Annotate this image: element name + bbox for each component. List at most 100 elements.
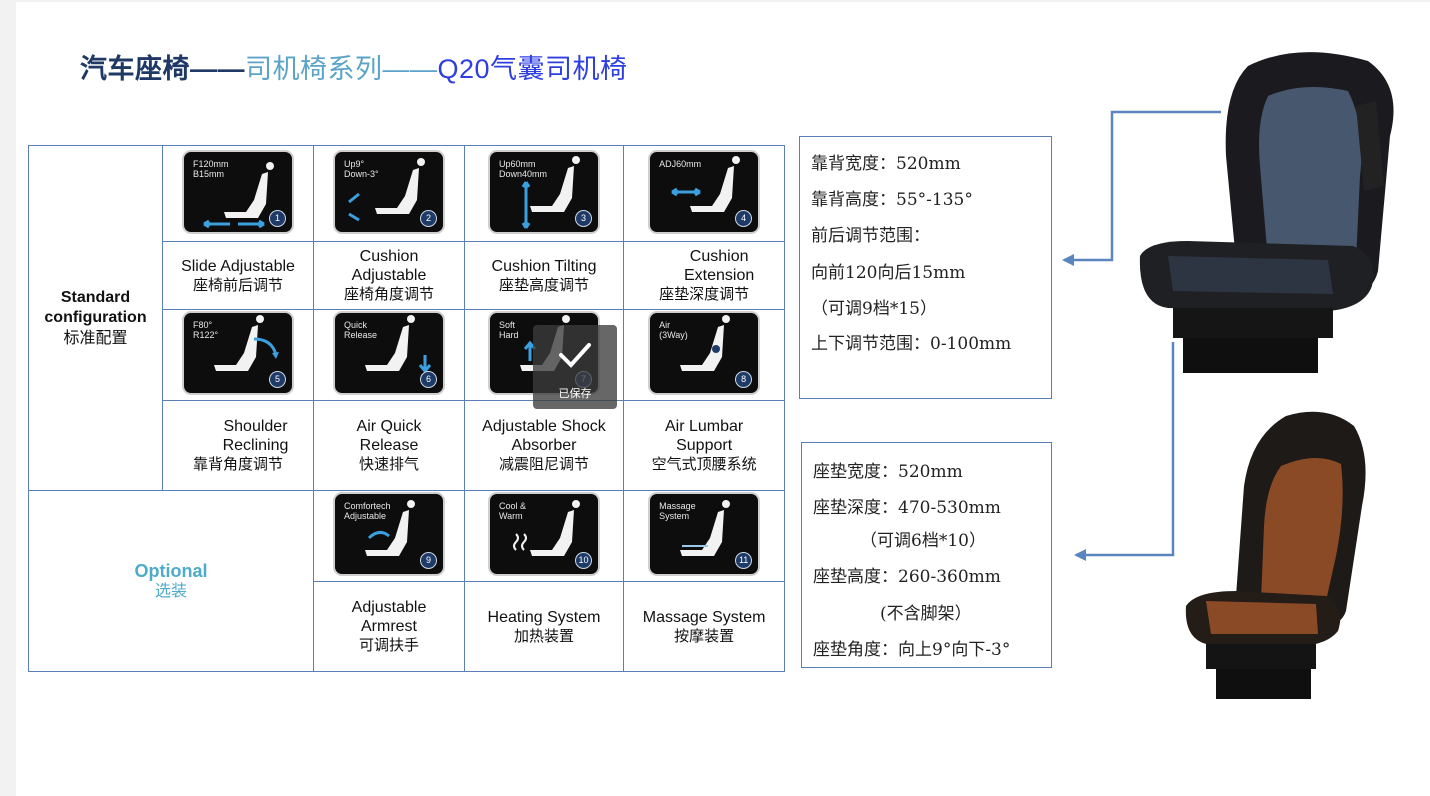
icon-caption: Massage System xyxy=(659,501,696,521)
spec-line: 座垫高度：260-360mm xyxy=(813,567,1001,587)
checkmark-icon xyxy=(559,343,591,368)
icon-caption: Air (3Way) xyxy=(659,320,688,340)
feature-number: 10 xyxy=(575,552,592,569)
optional-label: Optional xyxy=(134,560,208,581)
feature-icon-cell: Comfortech Adjustable 9 xyxy=(313,490,465,582)
heating-icon: Cool & Warm 10 xyxy=(488,492,600,576)
feature-number: 8 xyxy=(735,371,753,388)
feature-icon-cell: F80° R122° 5 xyxy=(162,309,314,401)
arrow-head-icon xyxy=(1074,549,1086,561)
feature-label-cn: 减震阻尼调节 xyxy=(498,455,589,473)
saved-label: 已保存 xyxy=(558,388,592,400)
feature-table: Standard configuration 标准配置 F120mm B15mm… xyxy=(28,145,786,672)
cushion-adjust-icon: Up9° Down-3°2 xyxy=(333,149,445,234)
icon-caption: Up60mm Down40mm xyxy=(499,158,548,179)
massage-icon: Massage System 11 xyxy=(648,492,761,576)
feature-label-cn: 可调扶手 xyxy=(358,636,419,654)
feature-number: 11 xyxy=(735,552,753,569)
feature-label: Massage System xyxy=(642,608,766,626)
cushion-tilt-icon: Up60mm Down40mm 3 xyxy=(488,149,600,234)
optional-label-cn: 选装 xyxy=(154,582,187,600)
feature-label: Cushion Extension xyxy=(684,248,755,284)
seat-pictogram-icon xyxy=(521,155,580,229)
feature-label: Cushion Tilting xyxy=(491,257,597,275)
title-part-seat: 汽车座椅—— xyxy=(80,54,245,84)
feature-label-cn: 加热装置 xyxy=(513,626,574,645)
feature-label: Cushion Adjustable xyxy=(351,248,427,284)
arrow-head-icon xyxy=(1062,254,1074,266)
seat-pictogram-icon xyxy=(214,315,279,371)
seat-pictogram-icon xyxy=(203,161,274,228)
feature-number: 5 xyxy=(269,371,286,388)
air-lumbar-icon: Air (3Way) 8 xyxy=(648,311,761,395)
feature-label: Air Lumbar Support xyxy=(665,418,744,454)
feature-number: 6 xyxy=(420,371,437,388)
feature-label: Adjustable Armrest xyxy=(351,599,427,635)
feature-icon-cell: Up9° Down-3°2 xyxy=(313,145,465,242)
saved-toast: 已保存 xyxy=(533,325,617,409)
standard-config-label: Standard configuration xyxy=(44,288,147,326)
title-part-series: 司机椅系列—— xyxy=(245,54,438,84)
feature-label-cn: 座椅前后调节 xyxy=(192,275,283,294)
optional-cell: Optional 选装 xyxy=(28,490,314,672)
icon-caption: Soft Hard xyxy=(499,320,519,340)
spec-line: （可调9档*15） xyxy=(811,299,937,319)
seat-pictogram-icon xyxy=(671,155,741,212)
feature-number: 4 xyxy=(735,209,753,227)
spec-line: 靠背宽度：520mm xyxy=(811,154,961,174)
feature-label: Shoulder Reclining xyxy=(222,418,289,454)
feature-icon-cell: Air (3Way) 8 xyxy=(622,309,786,401)
spec-line: (不含脚架） xyxy=(880,604,972,624)
feature-number: 9 xyxy=(420,552,437,569)
icon-caption: F80° R122° xyxy=(193,320,219,340)
spec-line: 上下调节范围：0-100mm xyxy=(811,334,1012,354)
seat-pictogram-icon xyxy=(680,500,731,556)
feature-label-cn: 座垫高度调节 xyxy=(498,275,589,294)
feature-number: 1 xyxy=(269,209,286,227)
spec-line: （可调6档*10） xyxy=(860,531,986,551)
seat-pictogram-icon xyxy=(513,500,580,556)
feature-label: Air Quick Release xyxy=(356,418,422,454)
feature-label: Adjustable Shock Absorber xyxy=(482,418,606,454)
spec-line: 座垫深度：470-530mm xyxy=(813,498,1001,518)
shoulder-recline-icon: F80° R122° 5 xyxy=(182,311,294,395)
icon-caption: Cool & Warm xyxy=(499,501,527,521)
feature-icon-cell: Cool & Warm 10 xyxy=(464,490,624,582)
spec-line: 座垫宽度：520mm xyxy=(813,462,963,482)
spec-line: 座垫角度：向上9°向下-3° xyxy=(813,640,1011,660)
spec-line: 向前120向后15mm xyxy=(811,263,966,283)
seat-pictogram-icon xyxy=(365,500,415,556)
backrest-spec-box: 靠背宽度：520mm 靠背高度：55°-135° 前后调节范围： 向前120向后… xyxy=(799,136,1052,399)
brown-seat-photo xyxy=(1185,411,1366,699)
feature-label-cn: 座椅角度调节 xyxy=(343,285,434,303)
feature-number: 3 xyxy=(575,209,592,227)
feature-label: Slide Adjustable xyxy=(181,257,295,275)
slide: 汽车座椅——司机椅系列——Q20气囊司机椅 Standard configura… xyxy=(16,2,1430,796)
black-seat-photo xyxy=(1139,52,1394,373)
feature-label-cn: 靠背角度调节 xyxy=(192,455,283,473)
spec-line: 靠背高度：55°-135° xyxy=(811,190,973,210)
standard-config-cell: Standard configuration 标准配置 xyxy=(28,145,163,491)
feature-label-cn: 空气式顶腰系统 xyxy=(651,455,757,473)
connector-arrows xyxy=(1062,110,1221,561)
armrest-icon: Comfortech Adjustable 9 xyxy=(333,492,445,576)
feature-label-cn: 按摩装置 xyxy=(674,626,735,645)
feature-label-cn: 座垫深度调节 xyxy=(659,285,750,303)
icon-caption: Comfortech Adjustable xyxy=(344,501,391,521)
standard-config-label-cn: 标准配置 xyxy=(63,327,128,347)
